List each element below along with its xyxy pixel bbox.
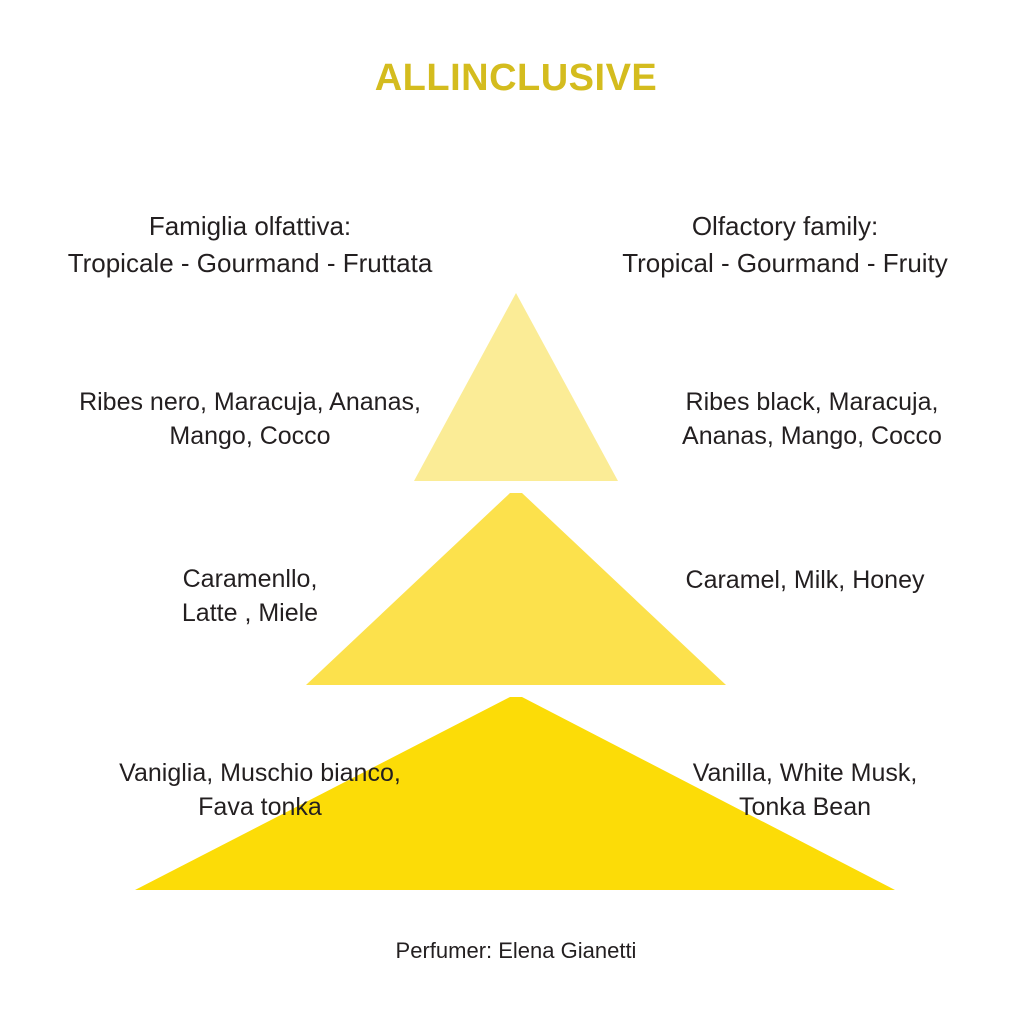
- page-title: ALLINCLUSIVE: [374, 57, 658, 99]
- pyramid-tier-middle: [306, 493, 726, 685]
- olfactory-family-english: Olfactory family: Tropical - Gourmand - …: [622, 211, 948, 278]
- base-notes-italian: Vaniglia, Muschio bianco, Fava tonka: [119, 759, 401, 821]
- base-notes-english: Vanilla, White Musk, Tonka Bean: [692, 759, 918, 821]
- top-notes-italian: Ribes nero, Maracuja, Ananas, Mango, Coc…: [79, 388, 421, 450]
- top-notes-english: Ribes black, Maracuja, Ananas, Mango, Co…: [682, 388, 942, 450]
- middle-notes-italian: Caramenllo, Latte , Miele: [181, 565, 319, 627]
- middle-notes-english: Caramel, Milk, Honey: [685, 566, 925, 594]
- pyramid-tier-top: [414, 293, 618, 481]
- pyramid-tier-base: [135, 697, 895, 890]
- perfumer-credit: Perfumer: Elena Gianetti: [395, 938, 637, 963]
- olfactory-family-italian: Famiglia olfattiva: Tropicale - Gourmand…: [67, 211, 433, 278]
